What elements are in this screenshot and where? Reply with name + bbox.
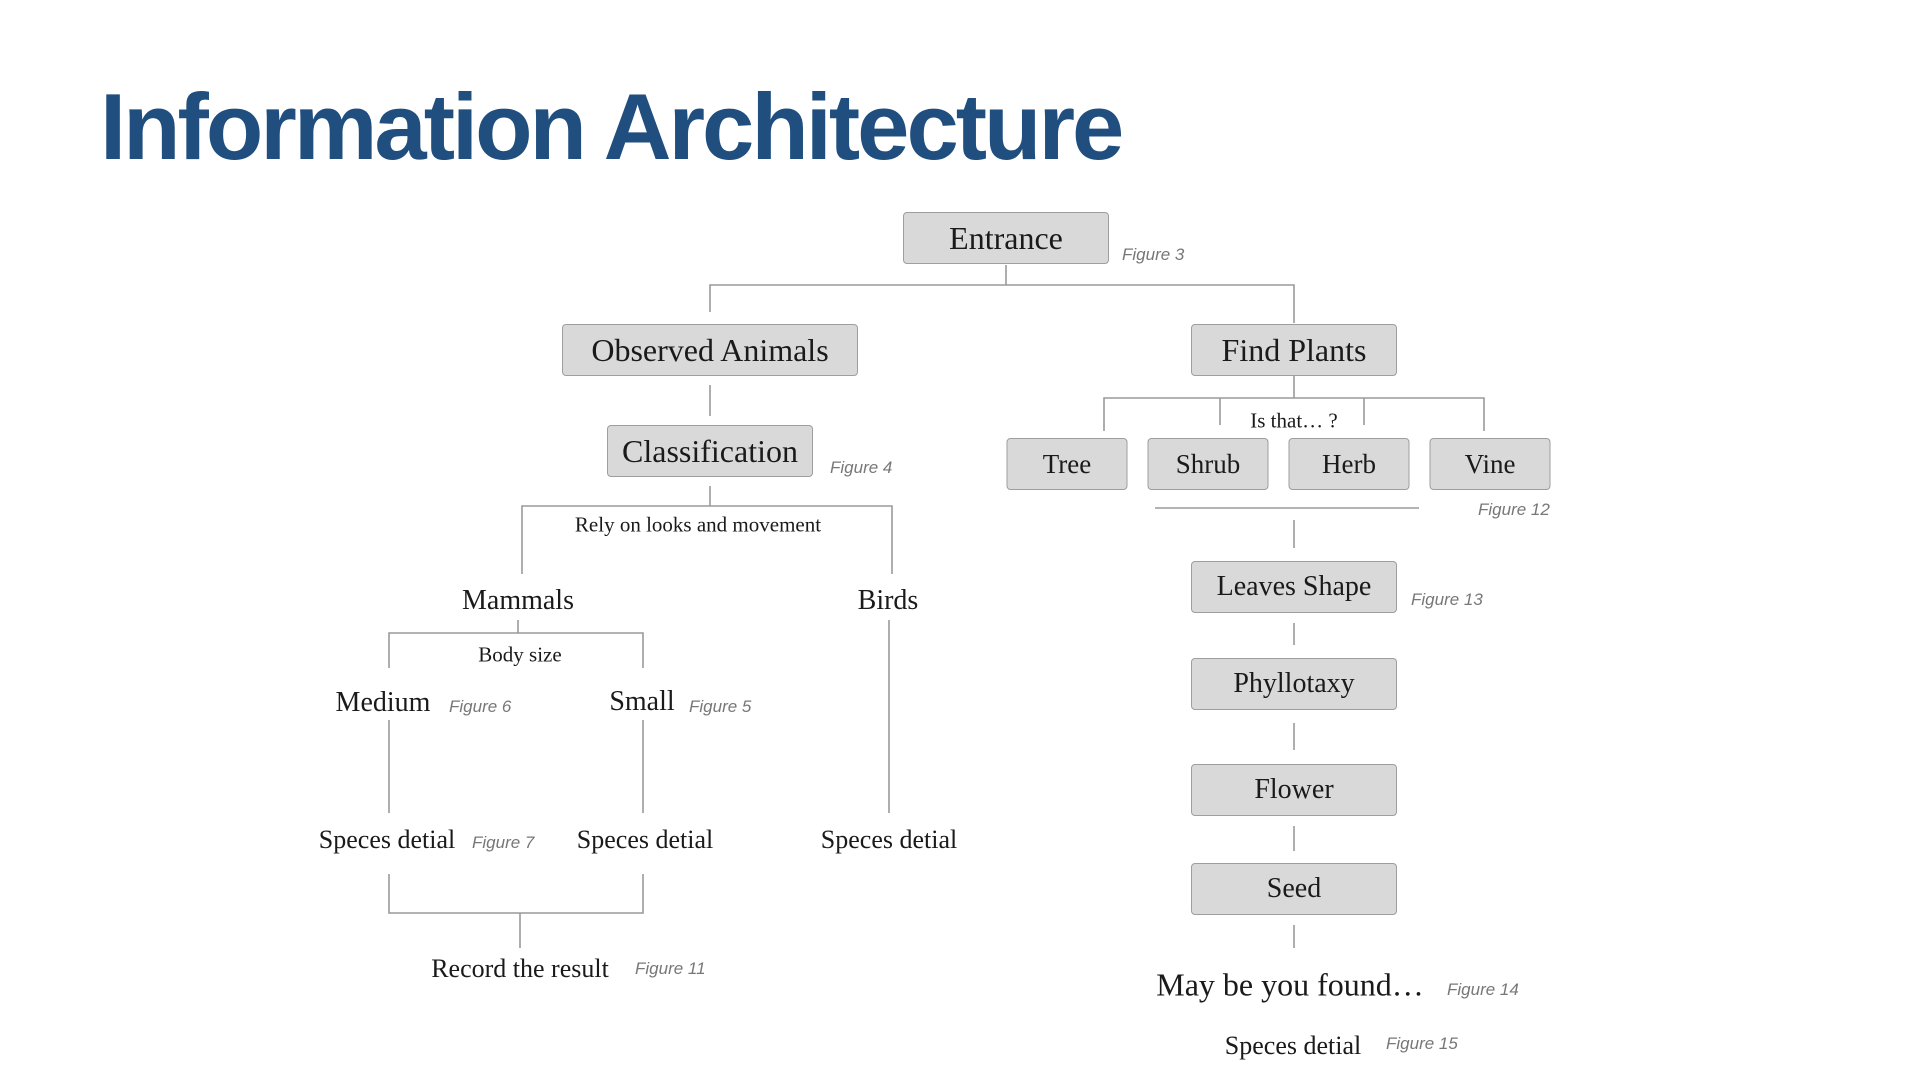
figure-label-14: Figure 14 <box>1447 980 1519 999</box>
node-herb: Herb <box>1288 438 1410 490</box>
node-species-detail-plants: Speces detial <box>1224 1031 1362 1060</box>
node-maybe-found: May be you found… <box>1156 966 1424 1003</box>
figure-label-11: Figure 11 <box>635 959 706 978</box>
page-title: Information Architecture <box>100 74 1124 179</box>
figure-label-3: Figure 3 <box>1122 245 1185 264</box>
figure-label-6: Figure 6 <box>449 697 512 716</box>
figure-label-4: Figure 4 <box>830 458 893 477</box>
node-phyllotaxy: Phyllotaxy <box>1191 658 1397 710</box>
figure-label-7: Figure 7 <box>472 833 535 852</box>
node-tree: Tree <box>1006 438 1128 490</box>
node-record-result: Record the result <box>431 954 609 983</box>
node-birds: Birds <box>857 585 919 616</box>
node-entrance: Entrance <box>903 212 1109 264</box>
node-species-detail-medium: Speces detial <box>318 825 456 854</box>
node-flower: Flower <box>1191 764 1397 816</box>
node-observed-animals: Observed Animals <box>562 324 858 376</box>
node-medium: Medium <box>335 687 431 718</box>
node-seed: Seed <box>1191 863 1397 915</box>
edge-label-body-size: Body size <box>478 642 562 667</box>
node-vine: Vine <box>1429 438 1551 490</box>
node-find-plants: Find Plants <box>1191 324 1397 376</box>
node-species-detail-birds: Speces detial <box>820 825 958 854</box>
figure-label-13: Figure 13 <box>1411 590 1483 609</box>
figure-label-15: Figure 15 <box>1386 1034 1458 1053</box>
figure-label-5: Figure 5 <box>689 697 752 716</box>
figure-label-12: Figure 12 <box>1478 500 1550 519</box>
node-species-detail-small: Speces detial <box>576 825 714 854</box>
node-mammals: Mammals <box>462 585 574 616</box>
node-shrub: Shrub <box>1147 438 1269 490</box>
edge-label-rely-on: Rely on looks and movement <box>574 512 822 537</box>
edge-label-is-that: Is that… ? <box>1250 408 1338 433</box>
node-classification: Classification <box>607 425 813 477</box>
node-leaves-shape: Leaves Shape <box>1191 561 1397 613</box>
node-small: Small <box>609 686 675 717</box>
